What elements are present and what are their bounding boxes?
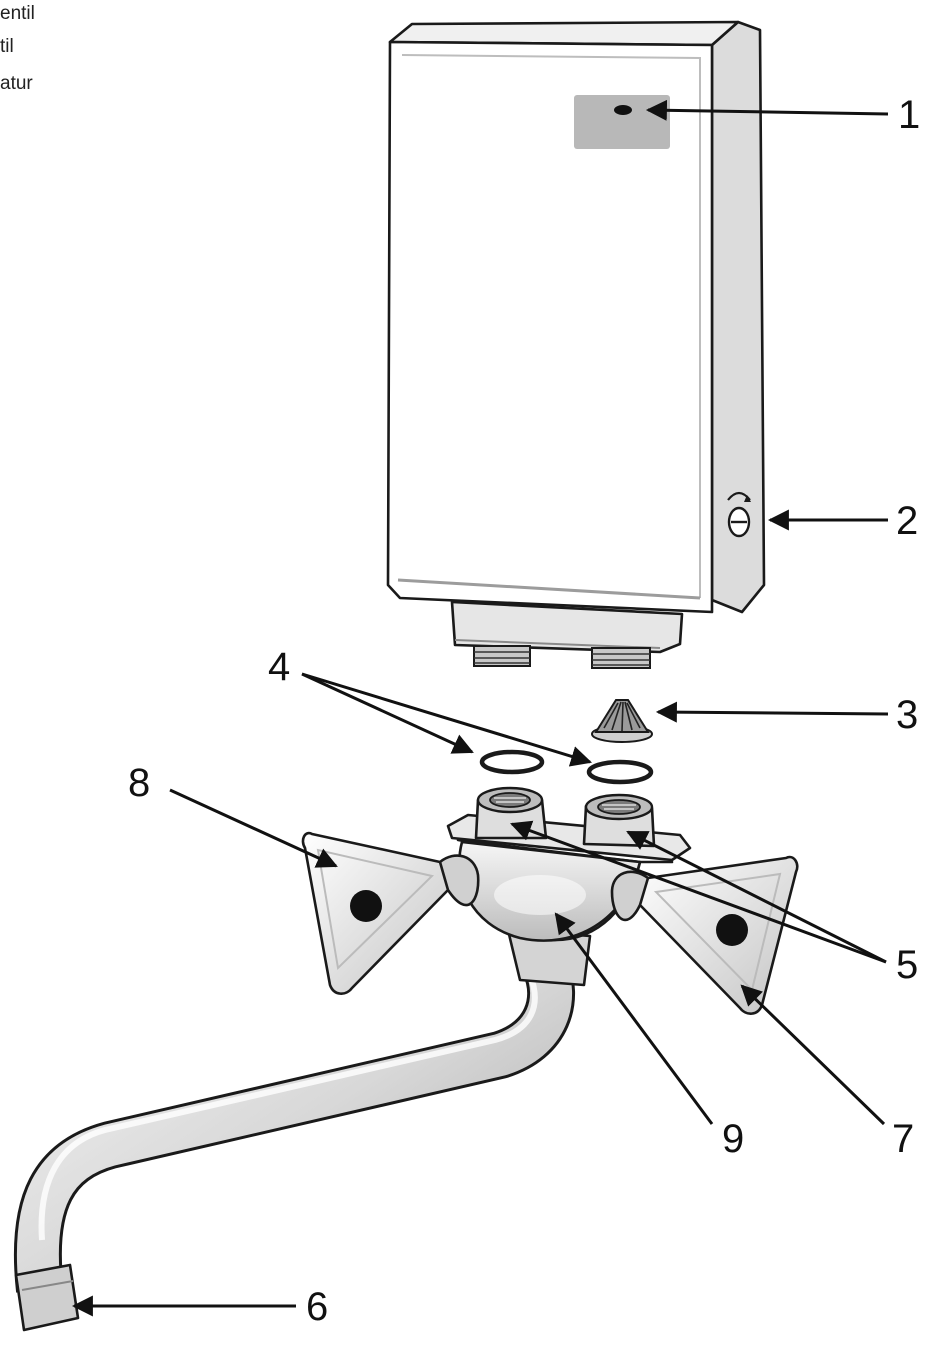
aerator-nozzle [14,1263,80,1332]
display-window [574,95,670,149]
callout-1: 1 [898,93,920,137]
callout-2: 2 [896,499,918,543]
temperature-selector-knob [727,491,751,538]
water-heater-housing [386,20,766,614]
leader-9 [554,912,714,1125]
leader-3 [655,701,889,723]
callout-6: 6 [306,1285,328,1329]
legend-fragment-2: til [0,36,14,57]
callout-9: 9 [722,1117,744,1161]
leader-8 [169,788,338,868]
callout-7: 7 [892,1117,914,1161]
leader-4a [301,672,474,754]
callout-3: 3 [896,693,918,737]
legend-fragment-1: entil [0,3,35,24]
threaded-nipple-left [473,645,531,667]
valve-handle-left [301,831,480,995]
callout-4: 4 [268,645,290,689]
leader-arrows [71,99,889,1317]
spout-pipe [13,955,576,1293]
leader-5b [626,830,887,964]
strainer-insert [591,699,653,743]
callout-5: 5 [896,943,918,987]
connector-block [450,600,684,654]
leader-5a [510,820,887,964]
leader-7 [740,984,886,1126]
inlet-nut-left [474,786,548,840]
threaded-nipple-right [591,647,651,669]
sealing-ring-left [479,749,545,775]
sealing-ring-right [586,759,654,785]
leader-4b [301,672,593,767]
leader-1 [645,99,889,121]
callout-8: 8 [128,761,150,805]
valve-handle-right [610,855,799,1015]
callout-numbers: 1 2 3 4 5 6 7 8 9 [128,93,920,1329]
legend-fragment-3: atur [0,73,33,94]
